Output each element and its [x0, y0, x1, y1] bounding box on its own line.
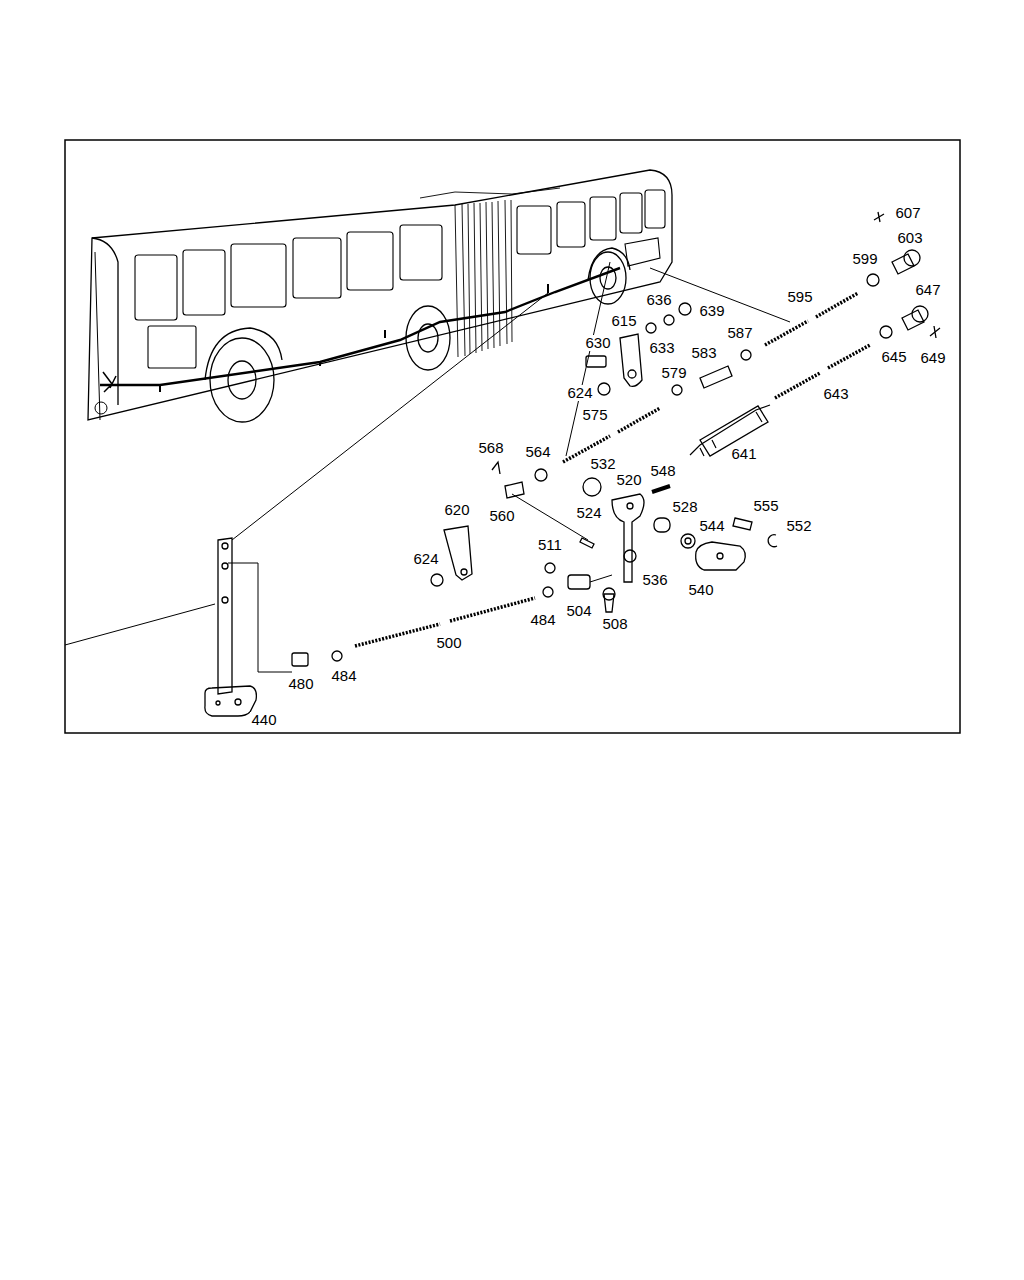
callout-number: 595 — [786, 289, 813, 305]
callout-number: 603 — [896, 230, 923, 246]
callout-number: 641 — [730, 446, 757, 462]
callout-number: 440 — [250, 712, 277, 728]
callout-number: 524 — [575, 505, 602, 521]
callout-number: 587 — [726, 325, 753, 341]
callout-number: 504 — [565, 603, 592, 619]
bus-outline — [88, 170, 672, 422]
callout-number: 633 — [648, 340, 675, 356]
lead-lines — [65, 262, 790, 672]
callout-number: 579 — [660, 365, 687, 381]
callout-number: 560 — [488, 508, 515, 524]
callout-number: 536 — [641, 572, 668, 588]
callout-number: 540 — [687, 582, 714, 598]
callout-number: 624 — [412, 551, 439, 567]
callout-number: 480 — [287, 676, 314, 692]
callout-number: 544 — [698, 518, 725, 534]
callout-number: 615 — [610, 313, 637, 329]
callout-number: 620 — [443, 502, 470, 518]
bracket — [205, 538, 257, 716]
callout-number: 575 — [581, 407, 608, 423]
callout-number: 583 — [690, 345, 717, 361]
callout-number: 649 — [919, 350, 946, 366]
callout-number: 639 — [698, 303, 725, 319]
callout-number: 520 — [615, 472, 642, 488]
callout-number: 500 — [435, 635, 462, 651]
callout-number: 599 — [851, 251, 878, 267]
callout-number: 484 — [330, 668, 357, 684]
callout-number: 607 — [894, 205, 921, 221]
callout-number: 552 — [785, 518, 812, 534]
callout-number: 643 — [822, 386, 849, 402]
callout-number: 548 — [649, 463, 676, 479]
callout-number: 555 — [752, 498, 779, 514]
callout-number: 624 — [566, 385, 593, 401]
callout-number: 532 — [589, 456, 616, 472]
callout-number: 647 — [914, 282, 941, 298]
frame — [65, 140, 960, 733]
callout-number: 568 — [477, 440, 504, 456]
callout-number: 645 — [880, 349, 907, 365]
callout-number: 528 — [671, 499, 698, 515]
callout-number: 484 — [529, 612, 556, 628]
callout-number: 508 — [601, 616, 628, 632]
linkage-parts — [292, 212, 940, 666]
callout-number: 630 — [584, 335, 611, 351]
callout-number: 511 — [537, 537, 563, 553]
callout-number: 636 — [645, 292, 672, 308]
callout-number: 564 — [524, 444, 551, 460]
